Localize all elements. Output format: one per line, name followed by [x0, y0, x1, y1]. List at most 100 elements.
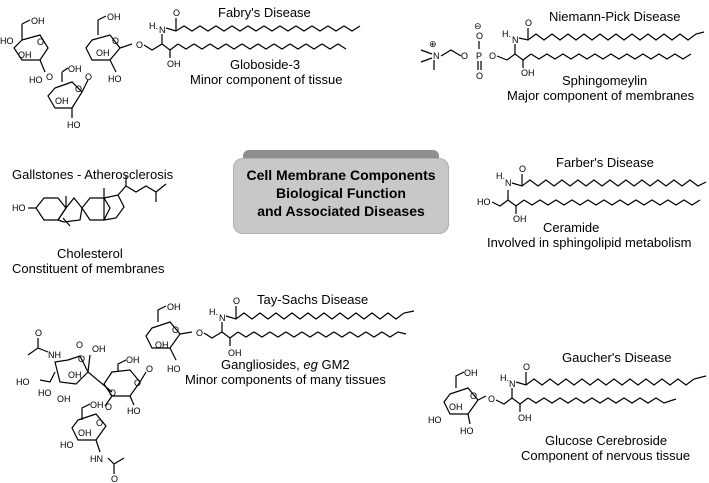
ho-label: HO — [67, 120, 81, 130]
o-label: O — [111, 474, 118, 483]
ho-label: HO — [29, 75, 43, 85]
oh-label: OH — [68, 64, 82, 74]
o-label: O — [35, 328, 42, 338]
oh-label: OH — [167, 59, 181, 69]
oh-label: OH — [96, 48, 110, 58]
o-label: O — [75, 84, 82, 94]
o-label: O — [76, 340, 83, 350]
oh-label: OH — [57, 394, 71, 404]
o-label: O — [470, 391, 477, 401]
title-line-2: Biological Function — [276, 185, 406, 201]
globoside-structure: OH HO OH O HO O OH OH O HO O OH OH O HO … — [0, 8, 361, 130]
ganglioside-structure: O NH O OH O OH HO HO OH O O OH HO O OH O… — [16, 296, 415, 483]
p-label: P — [476, 51, 482, 61]
n-label: N — [512, 35, 519, 45]
o-label: O — [134, 378, 141, 388]
steroid-ring-c — [81, 197, 111, 221]
ganglioside-compound-prefix: Gangliosides, — [221, 357, 304, 372]
h-label: H. — [209, 307, 218, 317]
ganglioside-compound-suffix: GM2 — [317, 357, 350, 372]
o-label: O — [105, 402, 112, 412]
title-box: Cell Membrane Components Biological Func… — [233, 150, 449, 236]
nh-label: NH — [48, 350, 61, 360]
ho-label: HO — [12, 203, 26, 213]
fabry-disease-label: Fabry's Disease — [218, 5, 311, 20]
oh-label: OH — [55, 96, 69, 106]
gallstones-disease-label: Gallstones - Atherosclerosis — [12, 167, 174, 182]
cholesterol-structure: HO — [12, 176, 167, 227]
sphingomyelin-description: Major component of membranes — [507, 88, 695, 103]
ganglioside-description: Minor components of many tissues — [185, 372, 386, 387]
oh-label: OH — [68, 370, 82, 380]
cerebroside-compound-label: Glucose Cerebroside — [545, 433, 668, 448]
oh-label: OH — [90, 400, 104, 410]
title-line-1: Cell Membrane Components — [246, 167, 436, 183]
h-label: H. — [149, 21, 158, 31]
o-label: O — [476, 71, 483, 81]
n-label: N — [219, 313, 226, 323]
h-label: H. — [496, 171, 505, 181]
n-label: N — [433, 51, 440, 61]
plus-charge: ⊕ — [429, 39, 437, 49]
minus-charge: ⊖ — [474, 21, 482, 31]
o-label: O — [461, 51, 468, 61]
sphingomyelin-structure: ⊕ N O P O ⊖ O O H. N OH O — [420, 18, 705, 81]
oh-label: OH — [449, 402, 463, 412]
oh-label: OH — [228, 348, 242, 358]
o-label: O — [136, 40, 143, 50]
n-label: N — [505, 178, 512, 188]
cholesterol-compound-label: Cholesterol — [57, 246, 123, 261]
oh-label: OH — [464, 368, 478, 378]
steroid-ring-d — [103, 194, 125, 221]
oh-label: OH — [155, 340, 169, 350]
oh-label: OH — [78, 428, 92, 438]
o-label: O — [476, 31, 483, 41]
o-label: O — [85, 72, 92, 82]
o-label: O — [233, 296, 240, 306]
ho-label: HO — [108, 74, 122, 84]
ho-label: HO — [60, 440, 74, 450]
o-label: O — [112, 36, 119, 46]
globoside-description: Minor component of tissue — [190, 72, 343, 87]
steroid-ring-b — [57, 197, 83, 223]
ganglioside-compound-label: Gangliosides, eg GM2 — [221, 357, 350, 372]
o-label: O — [109, 388, 116, 398]
oh-label: OH — [92, 344, 106, 354]
title-box-face — [233, 158, 449, 234]
oh-label: OH — [518, 413, 532, 423]
o-label: O — [46, 72, 53, 82]
farber-disease-label: Farber's Disease — [556, 155, 654, 170]
o-label: O — [196, 328, 203, 338]
oh-label: OH — [126, 355, 140, 365]
o-label: O — [489, 51, 496, 61]
title-text: Cell Membrane Components Biological Func… — [233, 166, 449, 220]
ho-label: HO — [167, 364, 181, 374]
o-label: O — [173, 8, 180, 18]
h-label: H. — [502, 29, 511, 39]
oh-label: OH — [167, 302, 181, 312]
ceramide-description: Involved in sphingolipid metabolism — [487, 235, 692, 250]
o-label: O — [525, 18, 532, 28]
ho-label: HO — [460, 426, 474, 436]
title-line-3: and Associated Diseases — [257, 203, 425, 219]
o-label: O — [488, 394, 495, 404]
ho-label: HO — [38, 388, 52, 398]
oh-label: OH — [31, 16, 45, 26]
cholesterol-description: Constituent of membranes — [12, 261, 165, 276]
ho-label: HO — [428, 415, 442, 425]
cerebroside-structure: OH O OH HO HO O H. N OH O — [428, 362, 707, 436]
oh-label: OH — [521, 68, 535, 78]
o-label: O — [519, 164, 526, 174]
cerebroside-description: Component of nervous tissue — [521, 448, 691, 463]
steroid-ring-a — [35, 197, 67, 221]
ceramide-compound-label: Ceramide — [543, 220, 600, 235]
ho-label: HO — [127, 406, 141, 416]
ceramide-structure: H. N HO OH O — [477, 164, 707, 224]
o-label: O — [146, 364, 153, 374]
n-label: N — [159, 25, 166, 35]
o-label: O — [523, 362, 530, 372]
o-label: O — [78, 354, 85, 364]
h-label: H. — [500, 373, 509, 383]
ho-label: HO — [16, 377, 30, 387]
